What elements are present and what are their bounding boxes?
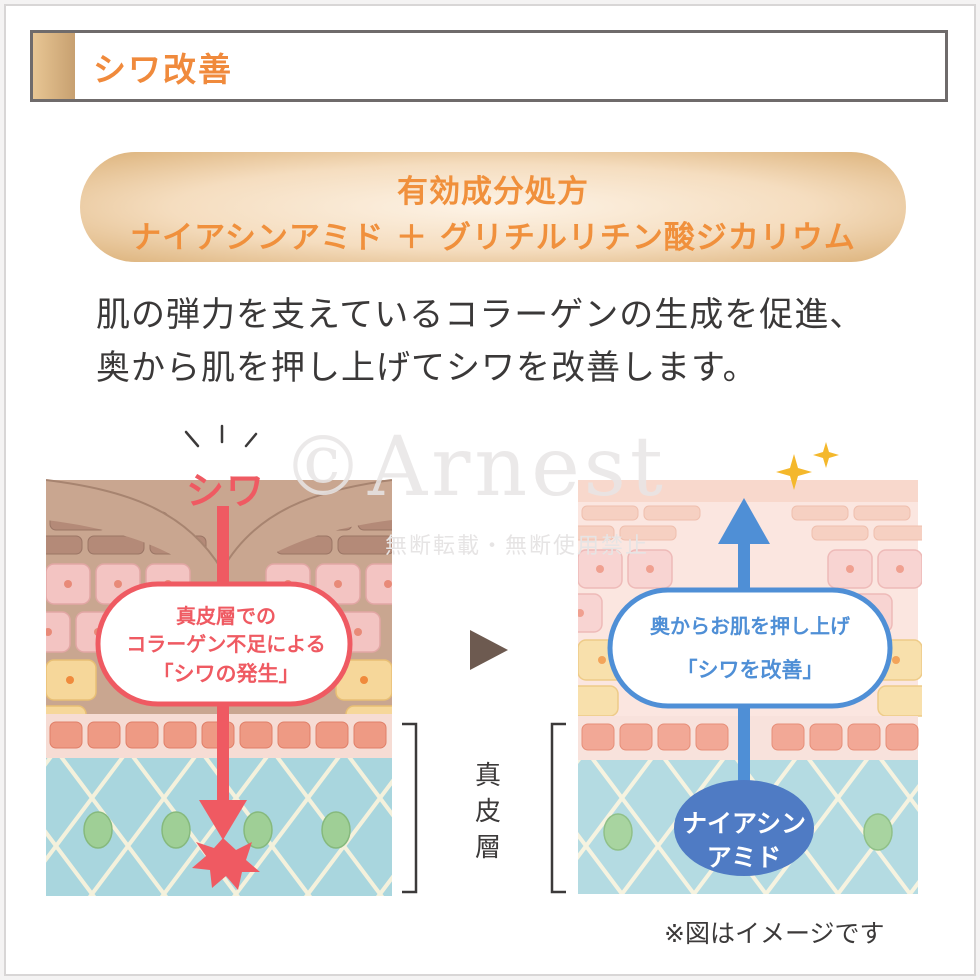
left-bubble-line-3: 「シワの発生」 [152, 662, 300, 686]
dermis-label-char-1: 真 [474, 761, 501, 791]
header-accent-bar [33, 33, 75, 99]
description-line-1: 肌の弾力を支えているコラーゲンの生成を促進、 [96, 295, 865, 335]
formula-banner: 有効成分処方 ナイアシンアミド ＋ グリチルリチン酸ジカリウム [80, 152, 906, 262]
wrinkle-label: シワ [186, 469, 267, 513]
watermark-sub: 無断転載・無断使用禁止 [385, 534, 650, 559]
dermis-label-char-3: 層 [474, 833, 501, 863]
burst-icon [192, 838, 260, 890]
section-title: シワ改善 [93, 50, 233, 89]
formula-title: 有効成分処方 [397, 174, 589, 210]
description-line-2: 奥から肌を押し上げてシワを改善します。 [96, 348, 758, 388]
section-header: シワ改善 [30, 30, 948, 102]
watermark: ©Arnest [282, 420, 667, 515]
skin-illustration-right [578, 480, 922, 894]
dermis-label-char-2: 皮 [474, 797, 501, 827]
skin-illustration-left [46, 424, 392, 896]
ingredient-line-2: アミド [706, 843, 782, 872]
right-bubble-line-2: 「シワを改善」 [676, 658, 824, 682]
right-bubble-line-1: 奥からお肌を押し上げ [650, 614, 850, 638]
ingredient-line-1: ナイアシン [681, 809, 806, 838]
dermis-label: 真 皮 層 [470, 758, 506, 866]
formula-ingredients: ナイアシンアミド ＋ グリチルリチン酸ジカリウム [130, 220, 856, 256]
dermis-bracket-right [550, 722, 566, 894]
sparkle-icon [776, 442, 839, 490]
left-bubble-line-2: コラーゲン不足による [126, 632, 326, 656]
dermis-bracket-left [402, 722, 418, 894]
image-note: ※図はイメージです [664, 919, 885, 948]
left-bubble-line-1: 真皮層での [176, 604, 276, 628]
play-triangle-icon [470, 630, 508, 670]
